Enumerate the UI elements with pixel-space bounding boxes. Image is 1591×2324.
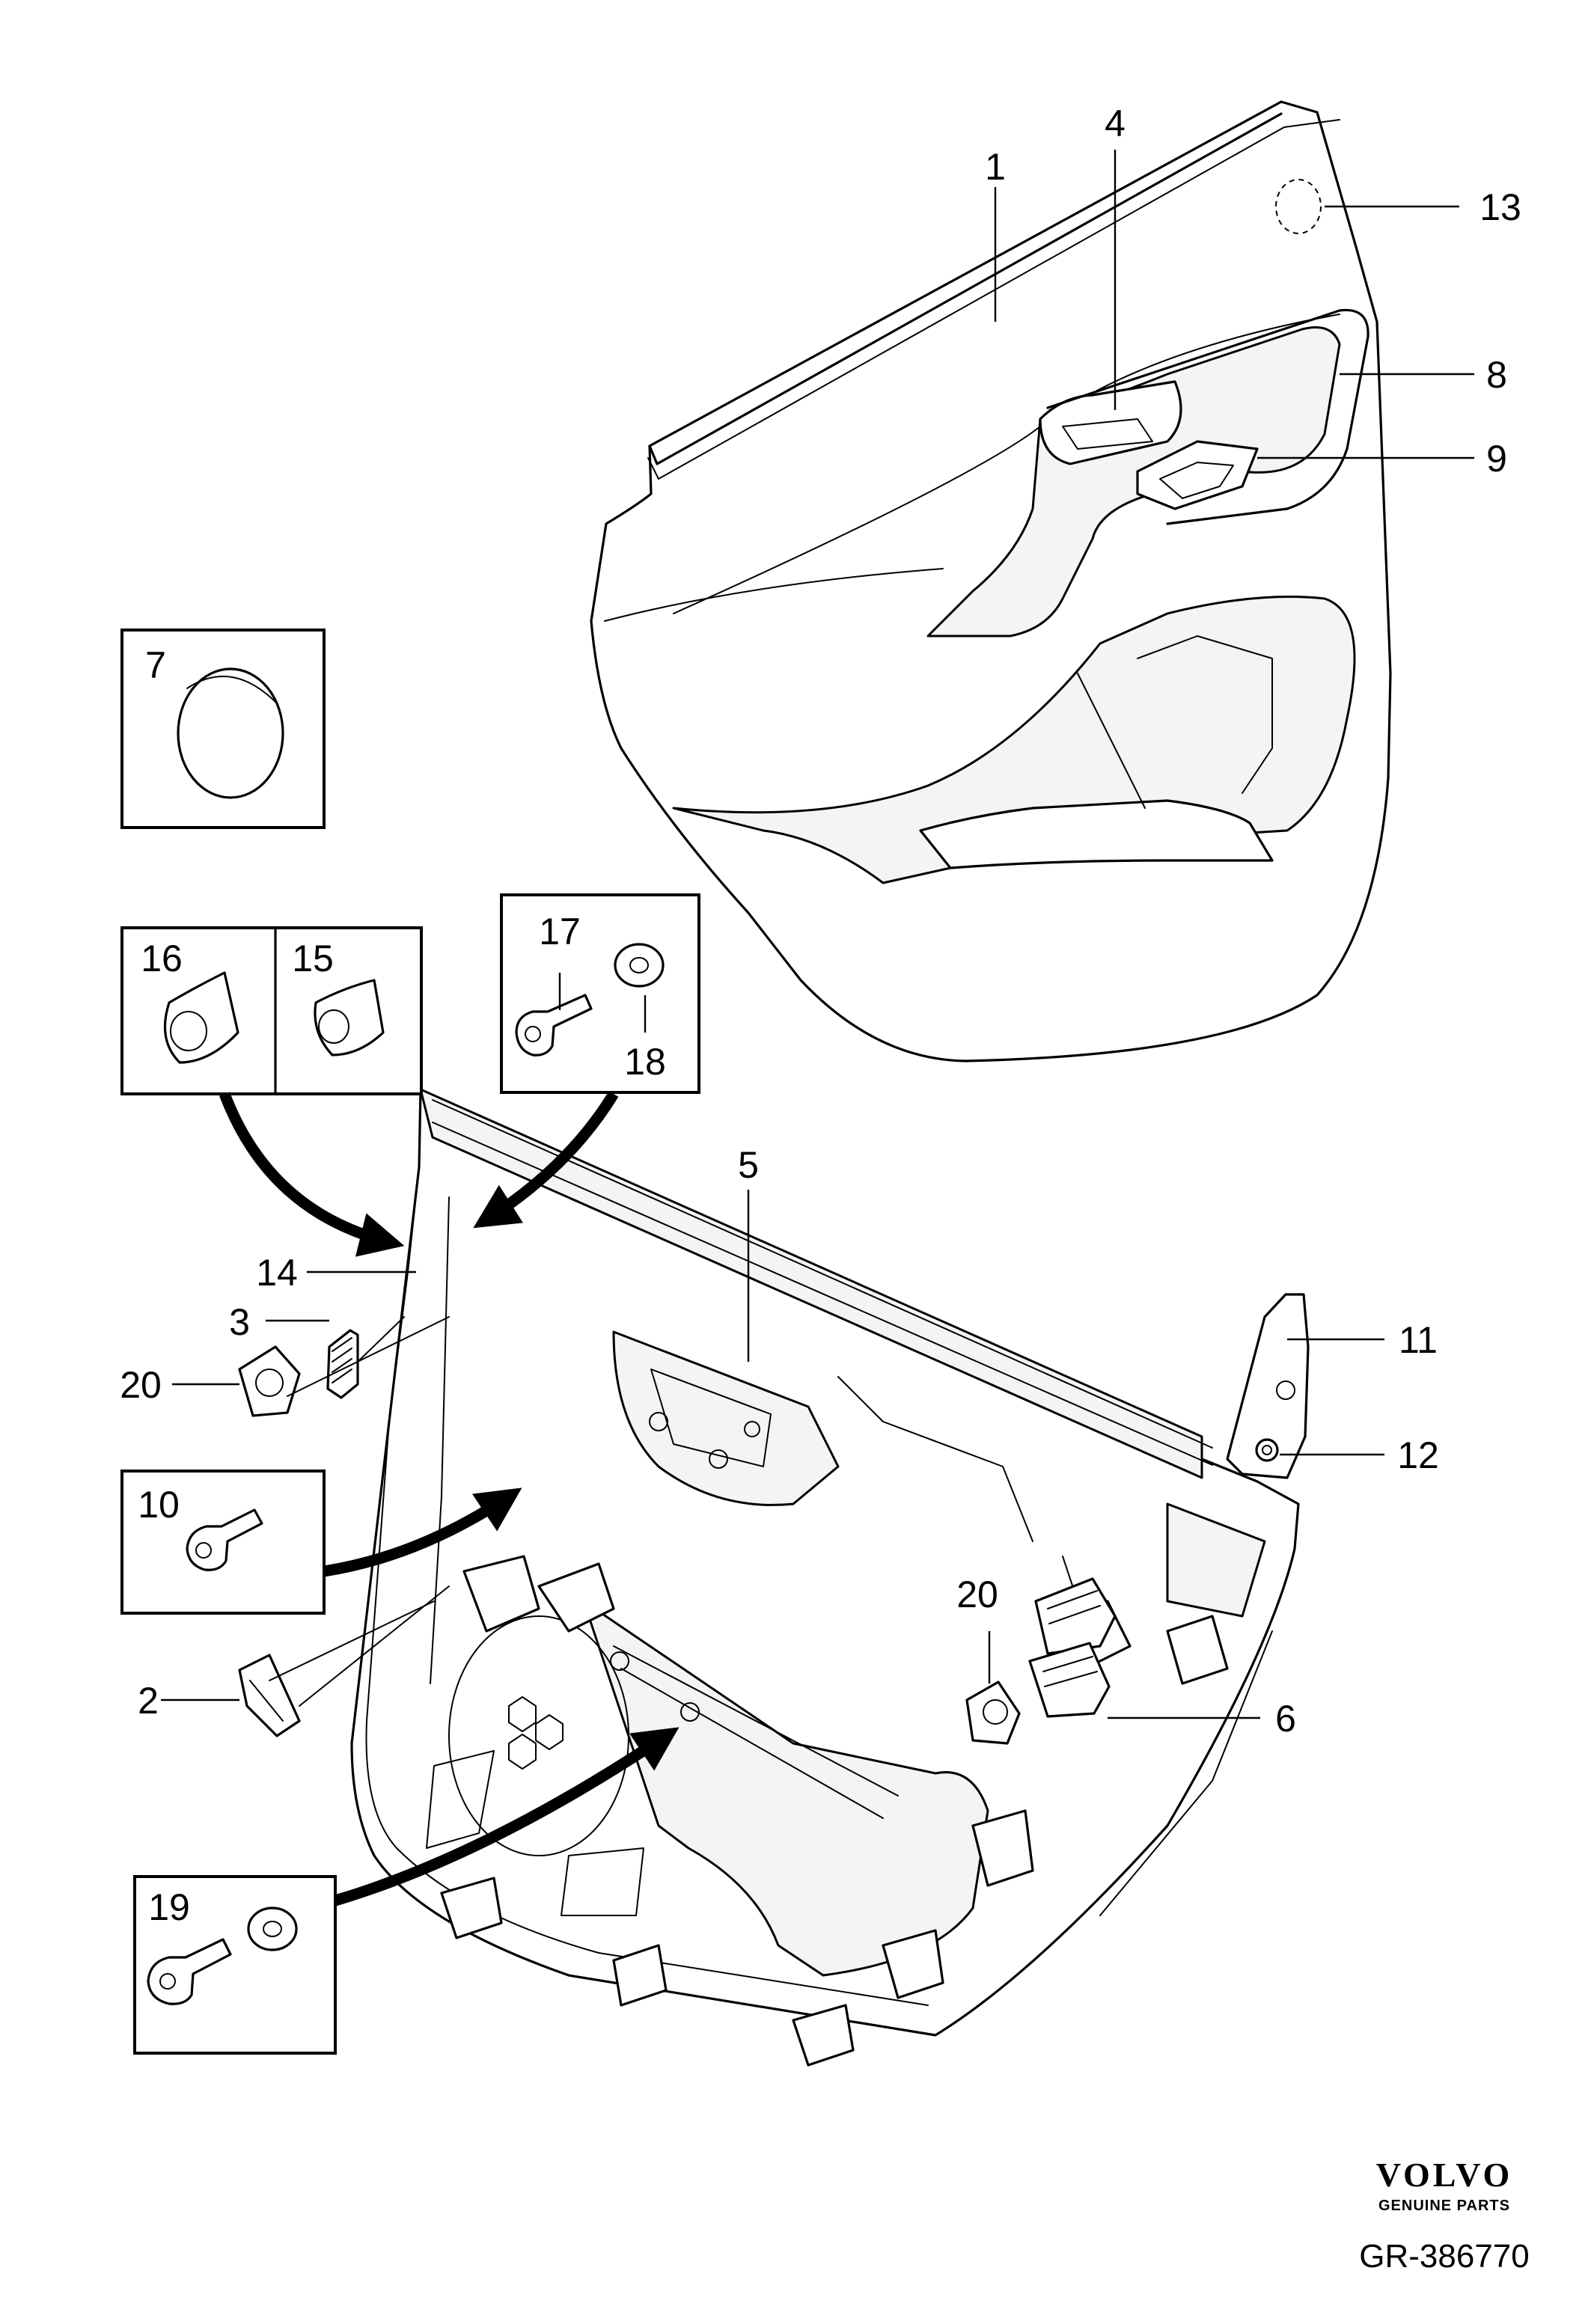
callout-2: 2 <box>138 1680 159 1722</box>
callout-18: 18 <box>624 1041 666 1083</box>
assembly-arrows <box>219 1091 680 1906</box>
callout-19: 19 <box>148 1886 190 1928</box>
part-11-mirror-cover <box>1226 1293 1310 1479</box>
inset-part-10 <box>120 1470 326 1615</box>
callout-16: 16 <box>141 938 183 979</box>
part-2-clip <box>238 1654 301 1737</box>
callout-1: 1 <box>985 146 1006 188</box>
brand-block: VOLVO GENUINE PARTS GR-386770 <box>1359 2156 1529 2275</box>
diagram-reference: GR-386770 <box>1359 2238 1529 2275</box>
callout-4: 4 <box>1105 103 1126 144</box>
callout-13: 13 <box>1479 186 1521 228</box>
part-12-nut <box>1255 1438 1279 1462</box>
volvo-logo-text: VOLVO <box>1376 2156 1513 2194</box>
inset-parts-17-18 <box>500 893 700 1094</box>
door-trim-panel <box>590 100 1392 1062</box>
part-20-clip-left <box>238 1345 301 1417</box>
callout-9: 9 <box>1486 438 1507 480</box>
callout-20-right: 20 <box>956 1574 998 1615</box>
part-3-clip <box>326 1329 359 1399</box>
genuine-parts-text: GENUINE PARTS <box>1378 2198 1510 2214</box>
callout-20-left: 20 <box>120 1364 162 1406</box>
inset-part-19 <box>133 1875 337 2055</box>
callout-6: 6 <box>1275 1698 1296 1740</box>
callout-11: 11 <box>1399 1319 1438 1361</box>
callout-14: 14 <box>256 1252 298 1294</box>
callout-15: 15 <box>292 938 334 979</box>
inset-part-7 <box>120 629 326 829</box>
callout-10: 10 <box>138 1484 180 1526</box>
callout-labels: 1 4 13 8 9 7 16 15 17 18 5 14 3 11 20 12… <box>120 103 1521 1928</box>
callout-3: 3 <box>229 1301 250 1343</box>
part-20-clip-right <box>965 1681 1021 1745</box>
callout-8: 8 <box>1486 354 1507 396</box>
callout-17: 17 <box>539 911 581 952</box>
door-carrier-panel <box>350 1088 1300 2067</box>
part-6-clips <box>1028 1577 1117 1718</box>
callout-5: 5 <box>738 1144 759 1186</box>
leader-lines <box>161 150 1474 1719</box>
inset-parts-15-16 <box>120 926 423 1095</box>
callout-7: 7 <box>145 644 166 686</box>
callout-12: 12 <box>1397 1434 1439 1476</box>
